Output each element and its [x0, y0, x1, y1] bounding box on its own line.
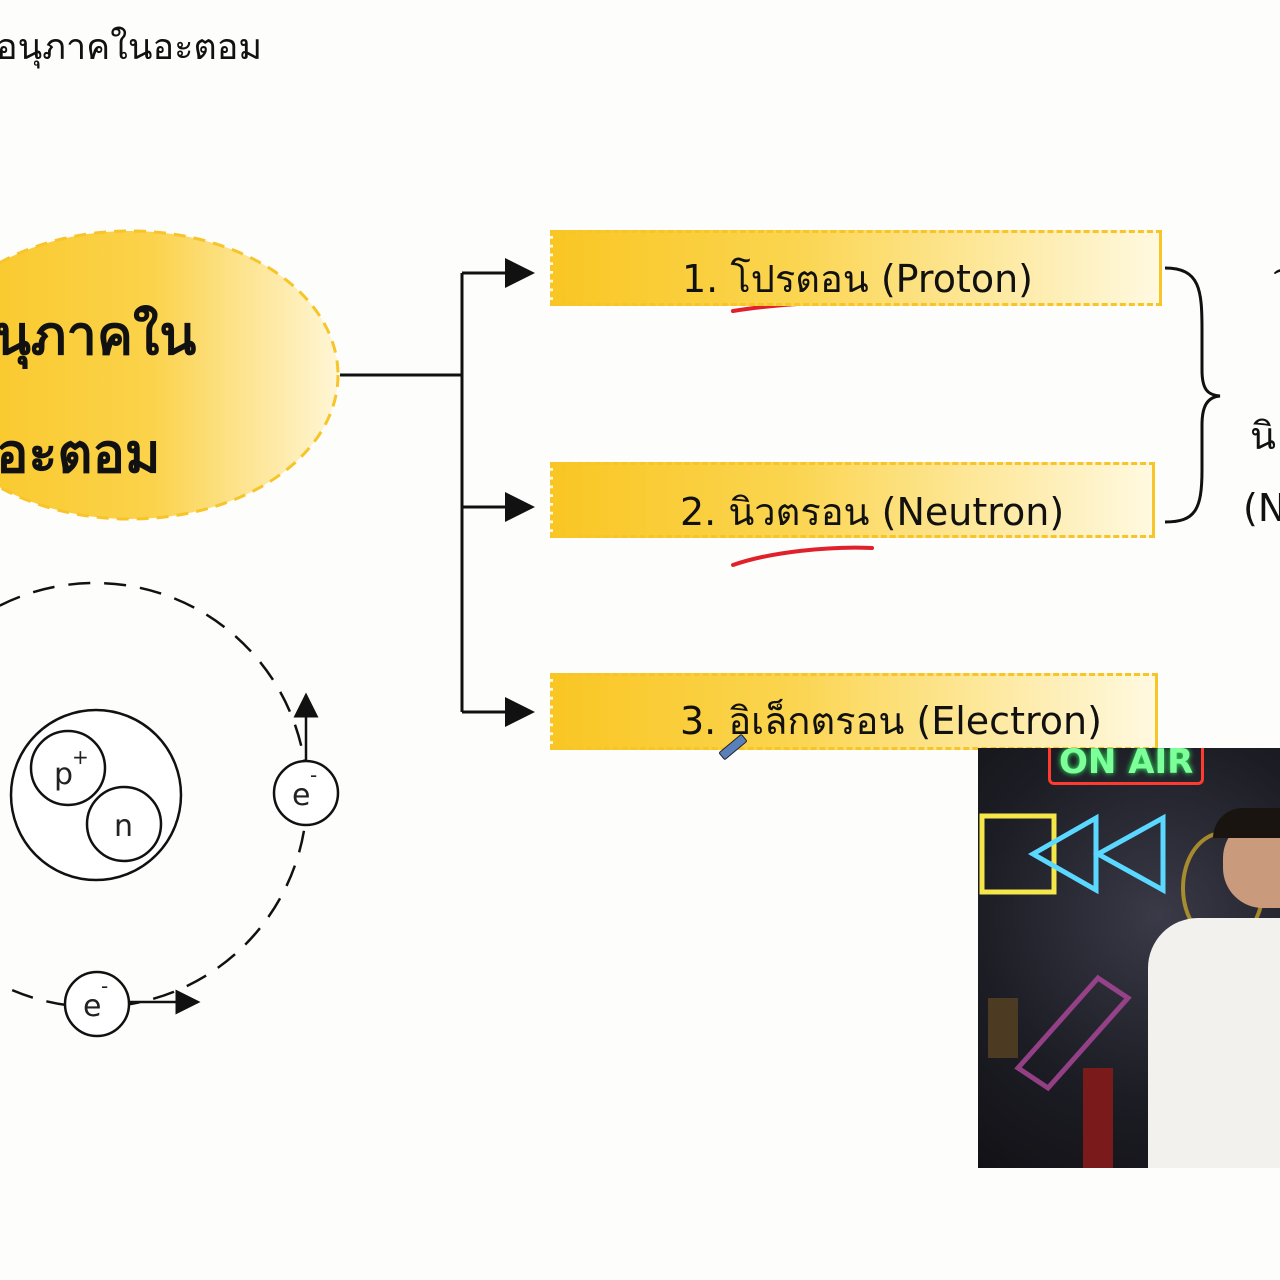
- right-text-partial: นิ: [1250, 414, 1276, 458]
- right-text-partial: ว: [1272, 246, 1280, 307]
- electron-label: 3. อิเล็กตรอน (Electron): [680, 699, 1102, 743]
- electron-box: [550, 673, 1158, 750]
- right-text-partial: (N: [1243, 486, 1280, 530]
- center-ellipse: [0, 229, 340, 521]
- electron-circle-bottom: [63, 970, 131, 1038]
- presenter-webcam: ON AIR: [978, 748, 1280, 1168]
- proton-symbol: p: [54, 757, 73, 792]
- on-air-sign: ON AIR: [1048, 748, 1205, 785]
- atom-model: [0, 581, 340, 1038]
- neutron-box: [550, 462, 1155, 538]
- red-underline-neutron: [731, 545, 874, 567]
- proton-charge: +: [72, 745, 89, 769]
- proton-circle: [29, 729, 107, 807]
- presenter: [1148, 808, 1280, 1168]
- center-label-line1: นุภาคใน: [0, 304, 197, 367]
- proton-label: 1. โปรตอน (Proton): [682, 257, 1033, 301]
- electron-symbol: e: [83, 989, 101, 1024]
- connector-lines: [340, 258, 535, 727]
- slide-title: อนุภาคในอะตอม: [0, 27, 263, 68]
- proton-box: [550, 230, 1162, 306]
- electron-charge: -: [101, 974, 108, 998]
- electron-charge: -: [310, 763, 317, 787]
- neutron-circle: [85, 785, 163, 863]
- neutron-label: 2. นิวตรอน (Neutron): [680, 490, 1065, 534]
- curly-brace: [1164, 266, 1221, 524]
- electron-symbol: e: [292, 778, 310, 813]
- neutron-symbol: n: [114, 809, 133, 844]
- center-label-line2: อะตอม: [0, 422, 161, 485]
- nucleus: [9, 708, 183, 882]
